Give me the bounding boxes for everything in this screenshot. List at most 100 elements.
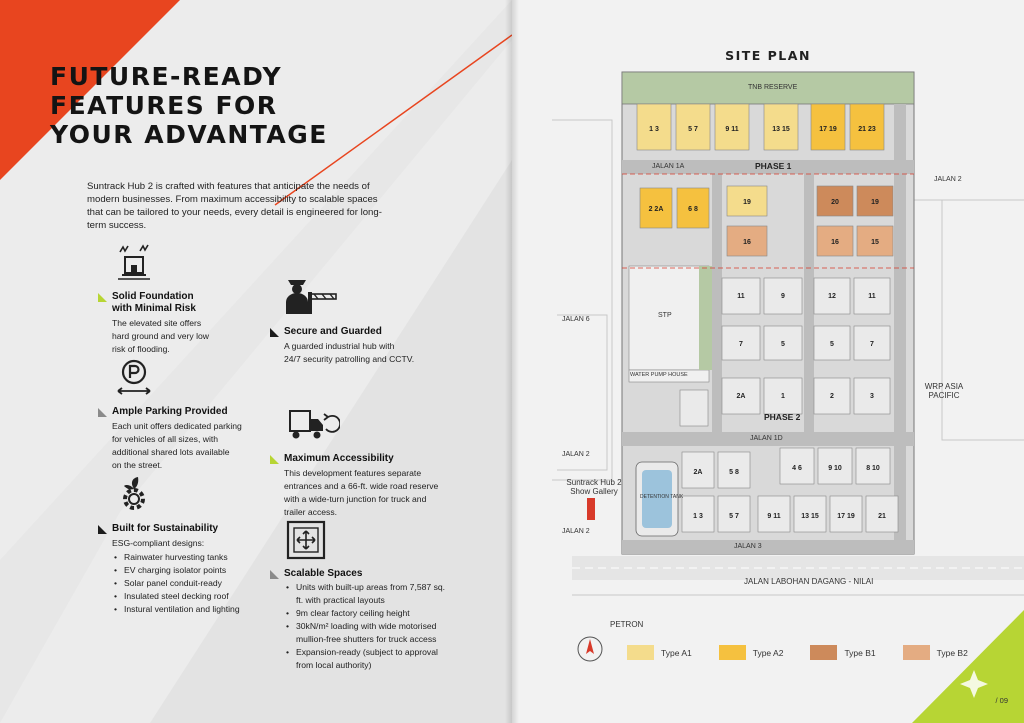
svg-text:5: 5 (781, 341, 785, 348)
svg-text:15: 15 (871, 239, 879, 246)
feature-body: A guarded industrial hub with 24/7 secur… (284, 340, 470, 366)
legend-label: Type B1 (844, 647, 876, 658)
feature-body-intro: ESG-compliant designs: (112, 538, 205, 548)
shadow-band (0, 0, 512, 723)
internal-roads (622, 104, 914, 554)
title-line: Ample Parking Provided (112, 406, 228, 417)
page-gutter (505, 0, 519, 723)
detention-tank-water (642, 470, 672, 528)
list-item: Units with built-up areas from 7,587 sq.… (284, 581, 454, 607)
svg-text:4 6: 4 6 (792, 465, 802, 472)
legend-item-type-b2: Type B2 (902, 645, 968, 660)
sparkle-icon (960, 670, 988, 698)
svg-text:9 10: 9 10 (828, 465, 842, 472)
left-page: FUTURE-READY FEATURES FOR YOUR ADVANTAGE… (0, 0, 512, 723)
main-road-label: JALAN LABOHAN DAGANG - NILAI (744, 577, 874, 586)
svg-text:1 3: 1 3 (649, 126, 659, 133)
body-line: The elevated site offers (112, 318, 202, 328)
phase1-mid-units (639, 185, 894, 257)
svg-text:11: 11 (737, 293, 745, 300)
jalan6-label: JALAN 6 (562, 316, 590, 323)
stp-label: STP (658, 312, 672, 319)
svg-text:9 11: 9 11 (767, 513, 780, 520)
list-item: Expansion-ready (subject to approval fro… (284, 646, 454, 672)
body-line: on the street. (112, 460, 163, 470)
headline-line-3: YOUR ADVANTAGE (50, 120, 328, 149)
feature-title: Solid Foundation with Minimal Risk (98, 291, 268, 315)
red-corner-triangle (0, 0, 180, 180)
svg-text:5 7: 5 7 (729, 513, 739, 520)
list-item: 9m clear factory ceiling height (284, 607, 454, 620)
title-line: Scalable Spaces (284, 568, 363, 579)
jalan2-left-b-label: JALAN 2 (562, 528, 590, 535)
body-line: Each unit offers dedicated parking (112, 421, 242, 431)
feature-title: Scalable Spaces (270, 568, 485, 580)
legend-item-type-a1: Type A1 (627, 645, 692, 660)
body-line: risk of flooding. (112, 344, 170, 354)
svg-text:16: 16 (831, 239, 839, 246)
legend-item-type-a2: Type A2 (718, 645, 784, 660)
feature-title: Secure and Guarded (270, 326, 470, 338)
svg-text:5 8: 5 8 (729, 469, 739, 476)
svg-text:2 2A: 2 2A (649, 206, 664, 213)
legend-swatch (718, 645, 746, 660)
legend-label: Type A2 (752, 647, 784, 658)
feature-title: Built for Sustainability (98, 523, 273, 535)
show-gallery-marker (587, 498, 595, 520)
svg-text:21 23: 21 23 (858, 126, 876, 133)
feature-body: The elevated site offers hard ground and… (112, 317, 268, 356)
svg-text:17 19: 17 19 (819, 126, 837, 133)
jalan2-right-label: JALAN 2 (934, 176, 962, 183)
green-strip (699, 266, 712, 370)
phase2-units (679, 277, 891, 427)
svg-text:13 15: 13 15 (801, 513, 819, 520)
list-item: 30kN/m² loading with wide motorised mull… (284, 620, 454, 646)
phase2-label: PHASE 2 (764, 412, 801, 422)
page-number: / 09 (995, 696, 1008, 705)
title-line: Built for Sustainability (112, 523, 219, 534)
body-line: additional shared lots available (112, 447, 230, 457)
headline-line-2: FEATURES FOR (50, 91, 278, 120)
svg-text:19: 19 (743, 199, 751, 206)
phase1-label: PHASE 1 (755, 161, 792, 171)
svg-text:21: 21 (878, 513, 886, 520)
right-page: SITE PLAN (512, 0, 1024, 723)
jalan1a-label: JALAN 1A (652, 163, 685, 170)
detention-tank-label: DETENTION TANK (640, 494, 684, 500)
red-diagonal-line (274, 34, 512, 206)
jalan3-label: JALAN 3 (734, 543, 762, 550)
headline-line-1: FUTURE-READY (50, 62, 283, 91)
body-line: 24/7 security patrolling and CCTV. (284, 354, 415, 364)
legend-swatch (627, 645, 654, 660)
svg-text:6 8: 6 8 (688, 206, 698, 213)
tnb-reserve (621, 71, 915, 105)
feature-title: Maximum Accessibility (270, 453, 480, 465)
feature-secure: Secure and Guarded A guarded industrial … (270, 272, 470, 366)
title-line: with Minimal Risk (112, 303, 196, 314)
truck-icon (289, 410, 341, 439)
svg-text:1: 1 (781, 393, 785, 400)
body-line: entrances and a 66-ft. wide road reserve (284, 481, 439, 491)
list-item: Insulated steel decking roof (112, 590, 273, 603)
svg-text:11: 11 (868, 293, 876, 300)
svg-text:9 11: 9 11 (725, 126, 738, 133)
foundation-icon (118, 244, 150, 280)
show-gallery-label: Suntrack Hub 2 Show Gallery (566, 478, 622, 496)
petron-label: PETRON (610, 620, 644, 629)
tnb-reserve-label: TNB RESERVE (748, 84, 798, 91)
svg-text:8 10: 8 10 (866, 465, 880, 472)
svg-text:17 19: 17 19 (837, 513, 855, 520)
body-line: for vehicles of all sizes, with (112, 434, 219, 444)
feature-title: Ample Parking Provided (98, 406, 273, 418)
phase2-bottom-units (681, 447, 899, 533)
site-plan-title: SITE PLAN (725, 48, 811, 63)
security-guard-icon (286, 280, 337, 314)
expand-icon (286, 520, 326, 560)
wrp-label: WRP ASIA PACIFIC (924, 382, 964, 400)
feature-solid-foundation: Solid Foundation with Minimal Risk The e… (98, 243, 268, 356)
body-line: with a wide-turn junction for truck and (284, 494, 427, 504)
